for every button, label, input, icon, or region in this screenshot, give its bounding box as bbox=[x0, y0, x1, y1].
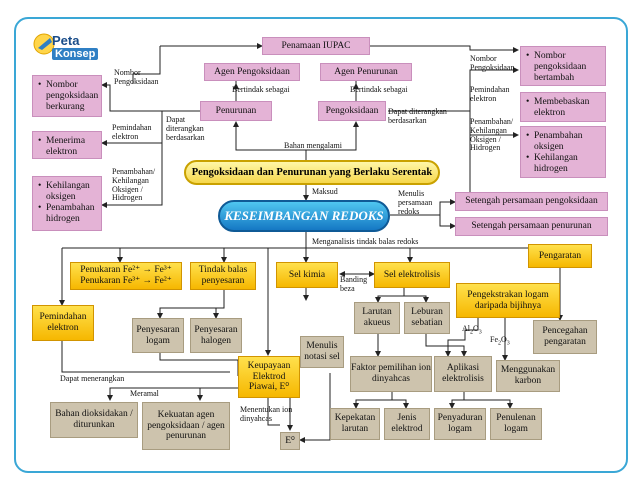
keupayaan-box: Keupayaan Elektrod Piawai, E⁰ bbox=[238, 356, 300, 398]
pengoksidaan-box: Pengoksidaan bbox=[318, 101, 386, 121]
label-bertindak-1: Bertindak sebagai bbox=[232, 85, 290, 94]
logo-text-peta: Peta bbox=[52, 33, 80, 48]
agen-pengoksidaan-box: Agen Pengoksidaan bbox=[204, 63, 300, 81]
label-fe2o3: Fe2O3 bbox=[490, 335, 510, 347]
list-item: Penambahan hidrogen bbox=[38, 203, 96, 225]
sel-elektrolisis-box: Sel elektrolisis bbox=[374, 262, 450, 288]
label-pemindahan-left: Pemindahan elektron bbox=[112, 123, 152, 141]
label-dapat-diterangkan-right: Dapat diterangkan berdasarkan bbox=[388, 107, 447, 125]
logo-text-konsep: Konsep bbox=[52, 48, 99, 60]
penyesaran-halogen-box: Penyesaran halogen bbox=[190, 318, 242, 353]
label-meramal: Meramal bbox=[130, 389, 159, 398]
kekuatan-box: Kekuatan agen pengoksidaan / agen penuru… bbox=[142, 402, 230, 450]
label-al2o3: Al2O3 bbox=[462, 324, 482, 336]
kepekatan-box: Kepekatan larutan bbox=[330, 408, 380, 440]
label-nombor-oks-right: Nombor Pengoksidaan bbox=[470, 54, 515, 72]
left-list-oksigen: Kehilangan oksigen Penambahan hidrogen bbox=[32, 176, 102, 231]
pengaratan-box: Pengaratan bbox=[528, 244, 592, 268]
aplikasi-box: Aplikasi elektrolisis bbox=[434, 356, 492, 392]
label-banding-beza: Banding beza bbox=[340, 275, 368, 293]
list-item: Kehilangan oksigen bbox=[38, 181, 96, 203]
penyesaran-logam-box: Penyesaran logam bbox=[132, 318, 184, 353]
label-menganalisis: Menganalisis tindak balas redoks bbox=[312, 237, 419, 246]
left-list-nombor-berkurang: Nombor pengoksidaan berkurang bbox=[32, 75, 102, 117]
pencegahan-box: Pencegahan pengaratan bbox=[533, 320, 597, 354]
tindak-balas-box: Tindak balas penyesaran bbox=[190, 262, 256, 290]
list-item: Menerima elektron bbox=[38, 136, 96, 158]
peta-konsep-logo bbox=[33, 33, 55, 55]
list-item: Nombor pengoksidaan berkurang bbox=[38, 80, 98, 113]
banner-box: Pengoksidaan dan Penurunan yang Berlaku … bbox=[184, 160, 440, 185]
label-bertindak-2: Bertindak sebagai bbox=[350, 85, 408, 94]
jenis-elektrod-box: Jenis elektrod bbox=[384, 408, 430, 440]
e0-box: E⁰ bbox=[280, 432, 300, 450]
label-maksud: Maksud bbox=[312, 187, 338, 196]
penukaran-box: Penukaran Fe²⁺ → Fe³⁺ Penukaran Fe³⁺ → F… bbox=[70, 262, 182, 290]
larutan-akueus-box: Larutan akueus bbox=[354, 302, 400, 334]
right-list-oksigen: Penambahan oksigen Kehilangan hidrogen bbox=[520, 126, 606, 178]
sel-kimia-box: Sel kimia bbox=[276, 262, 338, 288]
list-item: Membebaskan elektron bbox=[526, 97, 600, 119]
label-pemindahan-right: Pemindahan elektron bbox=[470, 85, 510, 103]
setengah-pen-box: Setengah persamaan penurunan bbox=[455, 217, 608, 236]
label-nombor-oks-left: Nombor Pengoksidaan bbox=[114, 68, 159, 86]
left-list-menerima: Menerima elektron bbox=[32, 131, 102, 159]
agen-penurunan-box: Agen Penurunan bbox=[320, 63, 412, 81]
penukaran-line-1: Penukaran Fe²⁺ → Fe³⁺ bbox=[80, 265, 172, 276]
label-penambahan-left: Penambahan/ Kehilangan Oksigen / Hidroge… bbox=[112, 167, 156, 203]
label-dapat-menerangkan: Dapat menerangkan bbox=[60, 374, 125, 383]
list-item: Nombor pengoksidaan bertambah bbox=[526, 51, 600, 84]
pemindahan-elektron-box: Pemindahan elektron bbox=[32, 305, 94, 341]
menulis-notasi-box: Menulis notasi sel bbox=[300, 336, 344, 368]
penukaran-line-2: Penukaran Fe³⁺ → Fe²⁺ bbox=[80, 276, 172, 286]
right-list-nombor-bertambah: Nombor pengoksidaan bertambah bbox=[520, 46, 606, 86]
main-keseimbangan-redoks: KESEIMBANGAN REDOKS bbox=[218, 200, 390, 232]
penulenan-box: Penulenan logam bbox=[490, 408, 542, 440]
iupac-box: Penamaan IUPAC bbox=[262, 37, 370, 55]
faktor-box: Faktor pemilihan ion dinyahcas bbox=[350, 356, 432, 392]
right-list-membebaskan: Membebaskan elektron bbox=[520, 92, 606, 122]
label-menulis-persamaan: Menulis persamaan redoks bbox=[398, 189, 433, 216]
menggunakan-karbon-box: Menggunakan karbon bbox=[496, 360, 560, 392]
list-item: Kehilangan hidrogen bbox=[526, 153, 600, 175]
penurunan-box: Penurunan bbox=[200, 101, 272, 121]
bahan-box: Bahan dioksidakan / diturunkan bbox=[50, 402, 138, 438]
leburan-sebatian-box: Leburan sebatian bbox=[404, 302, 450, 334]
list-item: Penambahan oksigen bbox=[526, 131, 600, 153]
label-penambahan-right: Penambahan/ Kehilangan Oksigen / Hidroge… bbox=[470, 117, 514, 153]
setengah-oks-box: Setengah persamaan pengoksidaan bbox=[455, 192, 608, 211]
penyaduran-box: Penyaduran logam bbox=[434, 408, 486, 440]
pengekstrakan-box: Pengekstrakan logam daripada bijihnya bbox=[456, 283, 560, 318]
label-dapat-diterangkan-left: Dapat diterangkan berdasarkan bbox=[166, 115, 205, 142]
label-bahan-mengalami: Bahan mengalami bbox=[284, 141, 342, 150]
label-menentukan: Menentukan ion dinyahcas bbox=[240, 405, 293, 423]
